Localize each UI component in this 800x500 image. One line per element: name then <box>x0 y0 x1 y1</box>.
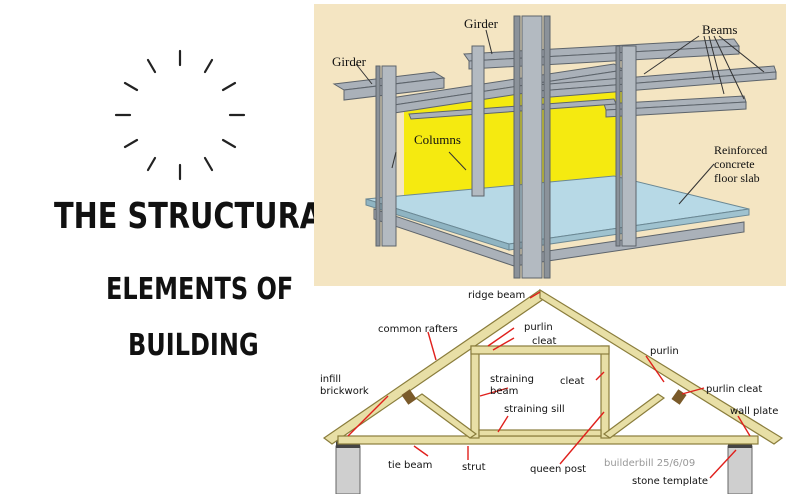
right-rafter <box>539 288 784 445</box>
label-purlin-center: purlin <box>524 322 553 333</box>
left-wall <box>335 445 361 495</box>
queen-post-left <box>470 345 480 439</box>
label-brickwork: brickwork <box>320 386 369 397</box>
label-girder-left: Girder <box>332 54 367 69</box>
strut-left <box>414 393 478 439</box>
clock-sunburst-icon <box>114 49 246 181</box>
credit-text: builderbill 25/6/09 <box>604 458 695 469</box>
label-stone-template: stone template <box>632 476 708 487</box>
label-common-rafters: common rafters <box>378 324 458 335</box>
label-cleat-center: cleat <box>532 336 557 347</box>
label-ridge-beam: ridge beam <box>468 290 525 301</box>
label-tie-beam: tie beam <box>388 460 432 471</box>
title-block: THE STRUCTURAL ELEMENTS OF BUILDING <box>0 0 340 500</box>
label-wall-plate: wall plate <box>730 406 778 417</box>
label-beams: Beams <box>702 22 737 37</box>
right-wall <box>727 445 753 495</box>
steel-frame-panel: Girder Girder Beams Columns Reinforced c… <box>314 4 786 286</box>
purlin-left <box>401 389 417 405</box>
tie-beam <box>337 435 759 445</box>
column-front <box>521 15 543 279</box>
steel-frame-diagram: Girder Girder Beams Columns Reinforced c… <box>332 15 777 279</box>
column-left <box>381 65 397 247</box>
queen-post-right <box>600 345 610 439</box>
column-right <box>621 45 637 247</box>
label-infill: infill <box>320 374 341 385</box>
label-cleat-right: cleat <box>560 376 585 387</box>
title-line-3: BUILDING <box>128 328 259 363</box>
label-columns: Columns <box>414 132 461 147</box>
label-purlin-cleat: purlin cleat <box>706 384 762 395</box>
label-slab-line3: floor slab <box>714 171 760 185</box>
roof-truss-panel: ridge beam common rafters purlin cleat p… <box>318 288 794 495</box>
label-slab-line2: concrete <box>714 157 755 171</box>
purlin-right <box>671 389 687 405</box>
strut-right <box>602 393 666 439</box>
left-rafter <box>322 289 550 445</box>
label-girder-top: Girder <box>464 16 499 31</box>
straining-sill <box>478 429 602 437</box>
label-beam: beam <box>490 386 518 397</box>
straining-beam <box>470 345 610 355</box>
label-straining: straining <box>490 374 534 385</box>
label-queen-post: queen post <box>530 464 586 475</box>
column-back <box>471 45 485 197</box>
roof-truss-diagram: ridge beam common rafters purlin cleat p… <box>320 288 784 495</box>
label-slab-line1: Reinforced <box>714 143 767 157</box>
label-straining-sill: straining sill <box>504 404 565 415</box>
label-purlin-right: purlin <box>650 346 679 357</box>
title-line-2: ELEMENTS OF <box>106 272 294 307</box>
label-strut: strut <box>462 462 486 473</box>
title-line-1: THE STRUCTURAL <box>54 196 341 237</box>
